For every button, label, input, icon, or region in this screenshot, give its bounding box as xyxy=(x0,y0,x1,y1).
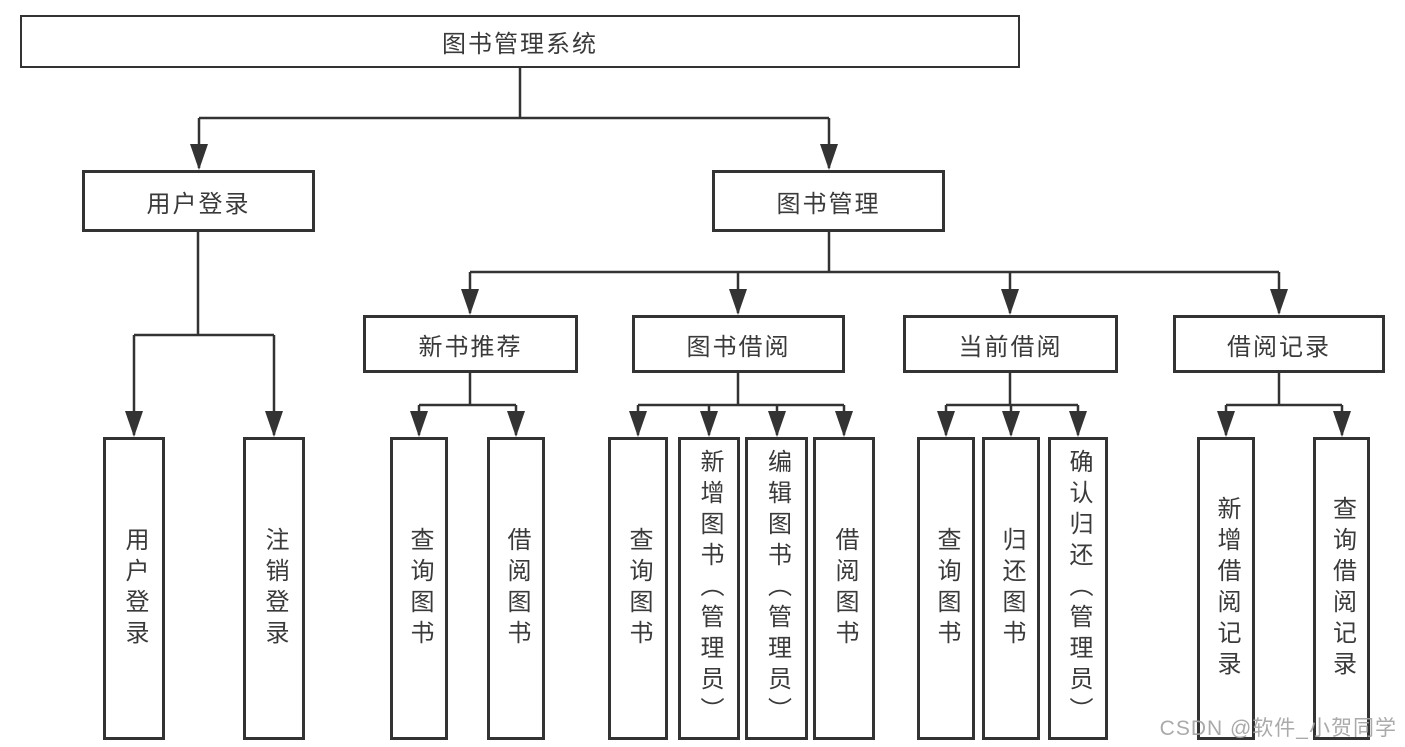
csdn-watermark: CSDN @软件_小贺同学 xyxy=(1159,717,1397,740)
leaf-borrow-add-books-admin: 新增图书（管理员） xyxy=(678,437,740,740)
leaf-user-login: 用户登录 xyxy=(103,437,165,740)
leaf-current-query-books: 查询图书 xyxy=(917,437,975,740)
leaf-records-query-borrow-record: 查询借阅记录 xyxy=(1313,437,1370,740)
node-current-borrowing: 当前借阅 xyxy=(903,315,1118,373)
leaf-borrow-edit-books-admin: 编辑图书（管理员） xyxy=(745,437,808,740)
leaf-logout-login: 注销登录 xyxy=(243,437,305,740)
node-user-login: 用户登录 xyxy=(82,170,315,232)
leaf-records-add-borrow-record: 新增借阅记录 xyxy=(1197,437,1255,740)
leaf-current-confirm-return-admin: 确认归还（管理员） xyxy=(1048,437,1108,740)
node-book-borrowing: 图书借阅 xyxy=(632,315,845,373)
node-library-management-system: 图书管理系统 xyxy=(20,15,1020,68)
leaf-newbook-borrow-books: 借阅图书 xyxy=(487,437,545,740)
leaf-current-return-books: 归还图书 xyxy=(982,437,1040,740)
node-book-management: 图书管理 xyxy=(712,170,945,232)
node-new-book-recommendation: 新书推荐 xyxy=(363,315,578,373)
leaf-borrow-borrow-books: 借阅图书 xyxy=(813,437,875,740)
leaf-newbook-query-books: 查询图书 xyxy=(390,437,448,740)
node-borrowing-records: 借阅记录 xyxy=(1173,315,1385,373)
leaf-borrow-query-books: 查询图书 xyxy=(608,437,668,740)
